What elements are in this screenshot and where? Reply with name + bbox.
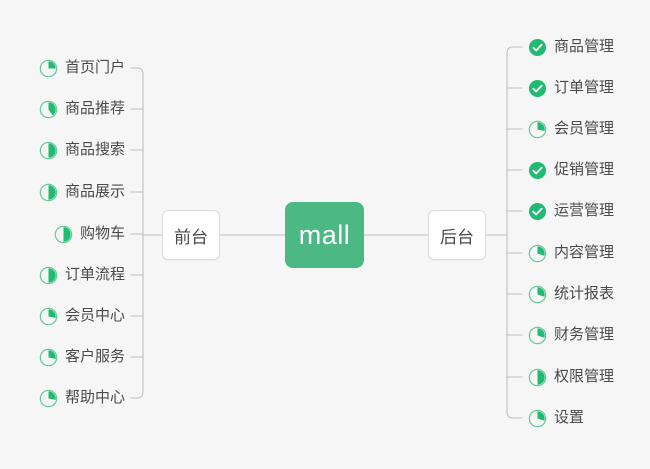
branch-node-backend[interactable]: 后台	[428, 210, 486, 260]
progress-circle-icon	[54, 225, 73, 244]
leaf-item-backend-3[interactable]: 促销管理	[528, 157, 614, 183]
leaf-item-frontend-3[interactable]: 商品展示	[39, 179, 125, 205]
leaf-item-backend-1[interactable]: 订单管理	[528, 75, 614, 101]
leaf-item-label: 运营管理	[554, 202, 615, 219]
progress-circle-icon	[39, 348, 58, 367]
leaf-item-label: 订单流程	[64, 266, 125, 283]
leaf-item-label: 商品搜索	[64, 141, 125, 158]
progress-circle-icon	[39, 100, 58, 119]
leaf-item-frontend-1[interactable]: 商品推荐	[39, 96, 125, 122]
check-circle-icon	[528, 161, 547, 180]
leaf-item-label: 权限管理	[554, 368, 615, 385]
leaf-item-backend-5[interactable]: 内容管理	[528, 240, 614, 266]
progress-circle-icon	[528, 368, 547, 387]
leaf-item-backend-7[interactable]: 财务管理	[528, 322, 614, 348]
leaf-item-label: 购物车	[79, 225, 125, 242]
progress-circle-icon	[39, 266, 58, 285]
progress-circle-icon	[39, 389, 58, 408]
leaf-item-backend-8[interactable]: 权限管理	[528, 364, 614, 390]
leaf-item-frontend-8[interactable]: 帮助中心	[39, 385, 125, 411]
root-node-mall[interactable]: mall	[285, 202, 364, 268]
leaf-item-frontend-7[interactable]: 客户服务	[39, 344, 125, 370]
leaf-item-label: 商品展示	[64, 183, 125, 200]
leaf-item-label: 财务管理	[554, 326, 615, 343]
progress-circle-icon	[39, 141, 58, 160]
leaf-item-label: 会员中心	[64, 307, 125, 324]
leaf-item-label: 设置	[554, 409, 585, 426]
leaf-item-label: 商品管理	[554, 38, 615, 55]
leaf-item-label: 会员管理	[554, 120, 615, 137]
leaf-item-label: 商品推荐	[64, 100, 125, 117]
leaf-item-backend-2[interactable]: 会员管理	[528, 116, 614, 142]
progress-circle-icon	[39, 59, 58, 78]
progress-circle-icon	[528, 244, 547, 263]
progress-circle-icon	[528, 120, 547, 139]
leaf-item-backend-9[interactable]: 设置	[528, 405, 584, 431]
leaf-item-frontend-4[interactable]: 购物车	[54, 221, 125, 247]
branch-node-frontend[interactable]: 前台	[162, 210, 220, 260]
leaf-item-label: 帮助中心	[64, 389, 125, 406]
leaf-item-label: 促销管理	[554, 161, 615, 178]
check-circle-icon	[528, 79, 547, 98]
progress-circle-icon	[528, 326, 547, 345]
leaf-item-frontend-5[interactable]: 订单流程	[39, 262, 125, 288]
leaf-item-backend-0[interactable]: 商品管理	[528, 34, 614, 60]
progress-circle-icon	[528, 409, 547, 428]
leaf-item-label: 客户服务	[64, 348, 125, 365]
leaf-item-frontend-6[interactable]: 会员中心	[39, 303, 125, 329]
leaf-item-label: 订单管理	[554, 79, 615, 96]
leaf-item-frontend-0[interactable]: 首页门户	[39, 55, 125, 81]
leaf-item-backend-6[interactable]: 统计报表	[528, 281, 614, 307]
check-circle-icon	[528, 202, 547, 221]
progress-circle-icon	[39, 183, 58, 202]
leaf-item-backend-4[interactable]: 运营管理	[528, 198, 614, 224]
leaf-item-label: 首页门户	[64, 59, 125, 76]
leaf-item-label: 统计报表	[554, 285, 615, 302]
leaf-item-frontend-2[interactable]: 商品搜索	[39, 137, 125, 163]
progress-circle-icon	[528, 285, 547, 304]
leaf-item-label: 内容管理	[554, 244, 615, 261]
progress-circle-icon	[39, 307, 58, 326]
check-circle-icon	[528, 38, 547, 57]
